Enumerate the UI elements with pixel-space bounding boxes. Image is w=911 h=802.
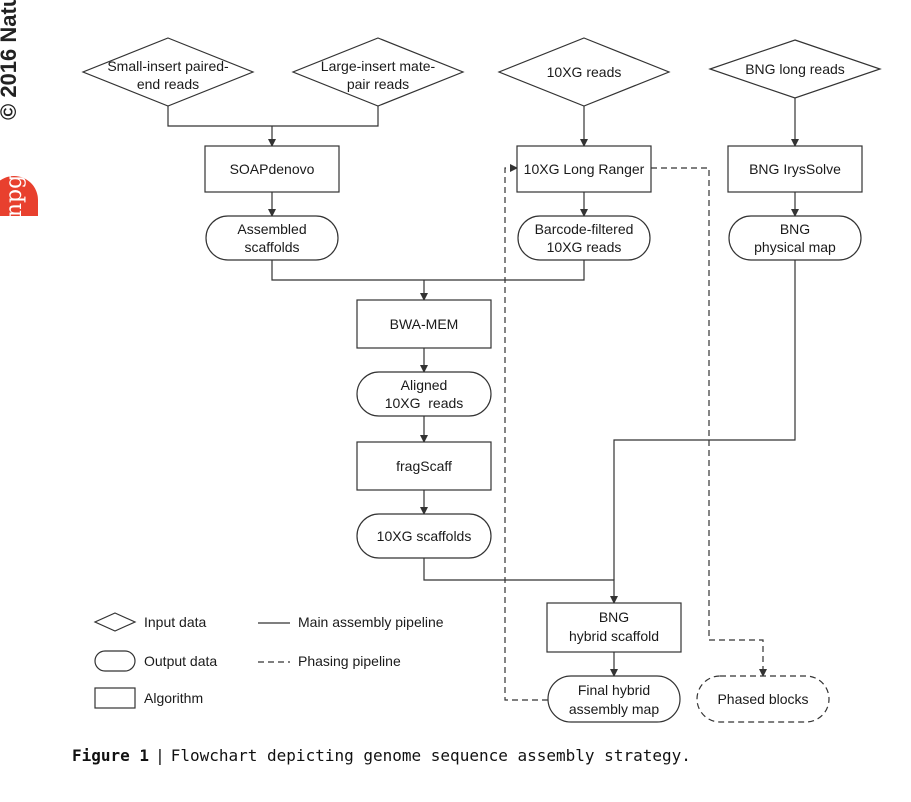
pill-shape-dashed	[696, 675, 830, 723]
input-large-insert: Large-insert mate- pair reads	[291, 37, 465, 107]
out-aligned-reads: Aligned 10XG reads	[356, 371, 492, 417]
connector-inputs-merge	[167, 106, 379, 127]
box-shape	[546, 602, 682, 653]
pill-shape	[356, 513, 492, 559]
out-final-hybrid-map: Final hybrid assembly map	[547, 675, 681, 723]
label-line2: physical map	[754, 239, 836, 255]
diamond-shape	[291, 37, 465, 107]
input-bng-long-reads: BNG long reads	[708, 39, 882, 99]
legend-main-label: Main assembly pipeline	[298, 614, 444, 630]
pill-shape	[547, 675, 681, 723]
pill-shape	[356, 371, 492, 417]
label-line2: assembly map	[569, 701, 659, 717]
label-line2: end reads	[137, 76, 199, 92]
label-line2: scaffolds	[245, 239, 300, 255]
label-line1: Small-insert paired-	[107, 58, 229, 74]
label-line2: 10XG reads	[547, 239, 622, 255]
label-line1: SOAPdenovo	[230, 161, 315, 177]
algo-soapdenovo: SOAPdenovo	[204, 145, 340, 193]
out-bng-physical-map: BNG physical map	[728, 215, 862, 261]
label-line2: 10XG reads	[385, 395, 464, 411]
legend-main: Main assembly pipeline	[258, 614, 444, 630]
box-shape	[356, 441, 492, 491]
diamond-shape	[708, 39, 882, 99]
caption-label: Figure 1	[72, 746, 150, 765]
legend-phasing-label: Phasing pipeline	[298, 653, 401, 669]
label-line1: BNG IrysSolve	[749, 161, 841, 177]
legend: Input data Output data Algorithm Main as…	[93, 612, 444, 709]
algo-bwa-mem: BWA-MEM	[356, 299, 492, 349]
label-line1: Large-insert mate-	[321, 58, 436, 74]
input-10xg-reads: 10XG reads	[497, 37, 671, 107]
label-line2: pair reads	[347, 76, 409, 92]
label-line1: BWA-MEM	[390, 316, 459, 332]
label-line1: 10XG scaffolds	[377, 528, 472, 544]
pill-shape	[517, 215, 651, 261]
legend-diamond-icon	[93, 612, 137, 632]
algo-irys-solve: BNG IrysSolve	[727, 145, 863, 193]
out-10xg-scaffolds: 10XG scaffolds	[356, 513, 492, 559]
box-shape	[204, 145, 340, 193]
label-line1: Final hybrid	[578, 682, 650, 698]
pill-shape	[728, 215, 862, 261]
label-line1: Assembled	[237, 221, 306, 237]
box-shape	[516, 145, 652, 193]
diamond-shape	[497, 37, 671, 107]
out-barcode-filtered: Barcode-filtered 10XG reads	[517, 215, 651, 261]
algo-fragscaff: fragScaff	[356, 441, 492, 491]
box-shape	[727, 145, 863, 193]
main-connectors	[167, 98, 799, 677]
legend-input-label: Input data	[144, 614, 206, 630]
label-line1: fragScaff	[396, 458, 452, 474]
label-line1: Aligned	[401, 377, 448, 393]
connector-physical-map-to-hybrid	[613, 260, 796, 580]
legend-output-label: Output data	[144, 653, 217, 669]
label-line1: 10XG Long Ranger	[524, 161, 645, 177]
legend-box-icon	[94, 687, 136, 709]
input-small-insert: Small-insert paired- end reads	[81, 37, 255, 107]
caption-text: Flowchart depicting genome sequence asse…	[170, 746, 691, 765]
legend-phasing: Phasing pipeline	[258, 653, 401, 669]
algo-bng-hybrid-scaffold: BNG hybrid scaffold	[546, 602, 682, 653]
connector-final-to-longranger	[504, 164, 548, 701]
label-line1: Barcode-filtered	[535, 221, 634, 237]
legend-algorithm: Algorithm	[94, 687, 203, 709]
caption-separator: |	[155, 746, 165, 765]
phasing-connectors	[504, 164, 767, 701]
box-shape	[356, 299, 492, 349]
label-line1: BNG	[780, 221, 810, 237]
label-line1: BNG long reads	[745, 61, 845, 77]
algo-long-ranger: 10XG Long Ranger	[516, 145, 652, 193]
connector-longranger-to-phased	[651, 167, 767, 677]
figure-caption: Figure 1 | Flowchart depicting genome sequ…	[72, 746, 892, 765]
connector-scaffolds-merge	[271, 260, 585, 281]
label-line1: BNG	[599, 609, 629, 625]
label-line2: hybrid scaffold	[569, 628, 659, 644]
legend-output: Output data	[94, 650, 217, 672]
connector-10xgscaffolds-to-hybrid	[423, 558, 618, 604]
legend-algorithm-label: Algorithm	[144, 690, 203, 706]
out-phased-blocks: Phased blocks	[696, 675, 830, 723]
label-line1: 10XG reads	[547, 64, 622, 80]
label-line1: Phased blocks	[717, 691, 808, 707]
legend-input: Input data	[93, 612, 206, 632]
legend-pill-icon	[94, 650, 136, 672]
pill-shape	[205, 215, 339, 261]
out-assembled-scaffolds: Assembled scaffolds	[205, 215, 339, 261]
diamond-shape	[81, 37, 255, 107]
